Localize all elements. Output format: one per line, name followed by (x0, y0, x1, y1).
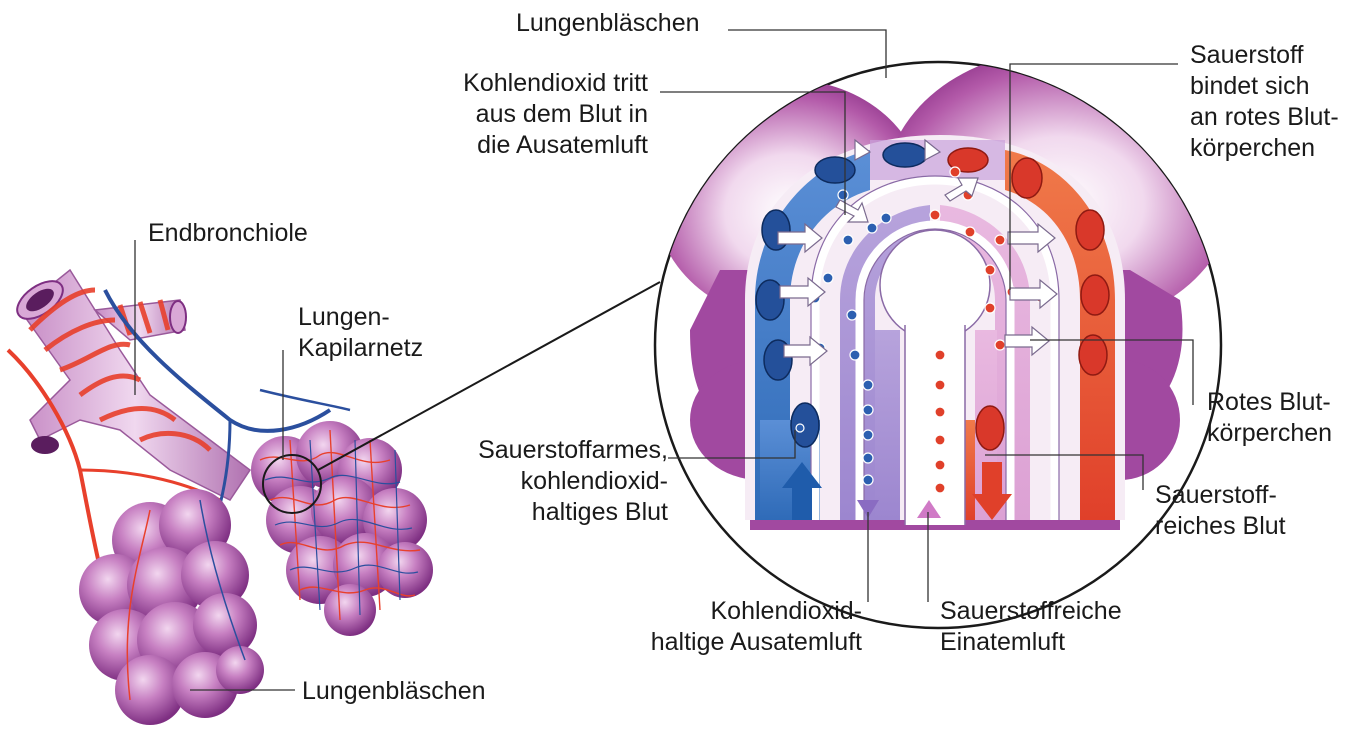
blood-flow-up-arrow (782, 462, 822, 520)
label-line: haltige Ausatemluft (650, 628, 862, 656)
label-deoxy-blood: Sauerstoffarmes, kohlendioxid- haltiges … (440, 435, 668, 528)
label-exhale-air: Kohlendioxid- haltige Ausatemluft (600, 596, 862, 658)
label-alveoli-top: Lungenbläschen (516, 8, 700, 39)
label-line: Sauerstoffreiche (940, 597, 1122, 625)
label-line: Kohlendioxid tritt (463, 69, 648, 97)
alveoli-cluster-lower (79, 489, 264, 725)
label-line: kohlendioxid- (520, 467, 668, 495)
label-line: Lungen- (298, 303, 390, 331)
gas-exchange-arrows (777, 138, 1058, 367)
label-o2-binds: Sauerstoff bindet sich an rotes Blut- kö… (1190, 40, 1339, 164)
blood-flow-down-arrow (972, 462, 1012, 520)
zoom-connector-line (317, 281, 661, 471)
air-out-arrow (857, 500, 879, 518)
label-line: Kapilarnetz (298, 334, 424, 362)
zoom-circle (653, 60, 1223, 630)
label-red-cells: Rotes Blut- körperchen (1207, 387, 1332, 449)
label-line: körperchen (1207, 419, 1333, 447)
bronchiole-illustration (6, 268, 433, 725)
label-line: Sauerstoffarmes, (478, 436, 668, 464)
leader-lines (134, 29, 1194, 691)
label-line: reiches Blut (1155, 512, 1286, 540)
label-line: Kohlendioxid- (710, 597, 863, 625)
alveoli-cluster-capillary (251, 421, 433, 636)
label-line: Rotes Blut- (1207, 388, 1331, 416)
label-inhale-air: Sauerstoffreiche Einatemluft (940, 596, 1122, 658)
air-in-arrow (917, 500, 941, 518)
label-line: Einatemluft (940, 628, 1066, 656)
label-line: Lungenbläschen (302, 677, 486, 705)
label-bronchiole: Endbronchiole (148, 218, 308, 249)
label-line: Lungenbläschen (516, 9, 700, 37)
label-line: die Ausatemluft (477, 131, 648, 159)
label-line: Sauerstoff- (1155, 481, 1277, 509)
label-line: Endbronchiole (148, 219, 308, 247)
label-line: bindet sich (1190, 72, 1310, 100)
label-line: haltiges Blut (531, 498, 668, 526)
label-line: an rotes Blut- (1190, 103, 1339, 131)
label-co2-exit: Kohlendioxid tritt aus dem Blut in die A… (420, 68, 648, 161)
label-line: körperchen (1190, 134, 1316, 162)
label-oxy-blood: Sauerstoff- reiches Blut (1155, 480, 1286, 542)
label-line: aus dem Blut in (475, 100, 648, 128)
label-alveoli-bottom: Lungenbläschen (302, 676, 486, 707)
label-line: Sauerstoff (1190, 41, 1304, 69)
label-capillary-net: Lungen- Kapilarnetz (298, 302, 423, 364)
magnify-ring (262, 454, 322, 514)
